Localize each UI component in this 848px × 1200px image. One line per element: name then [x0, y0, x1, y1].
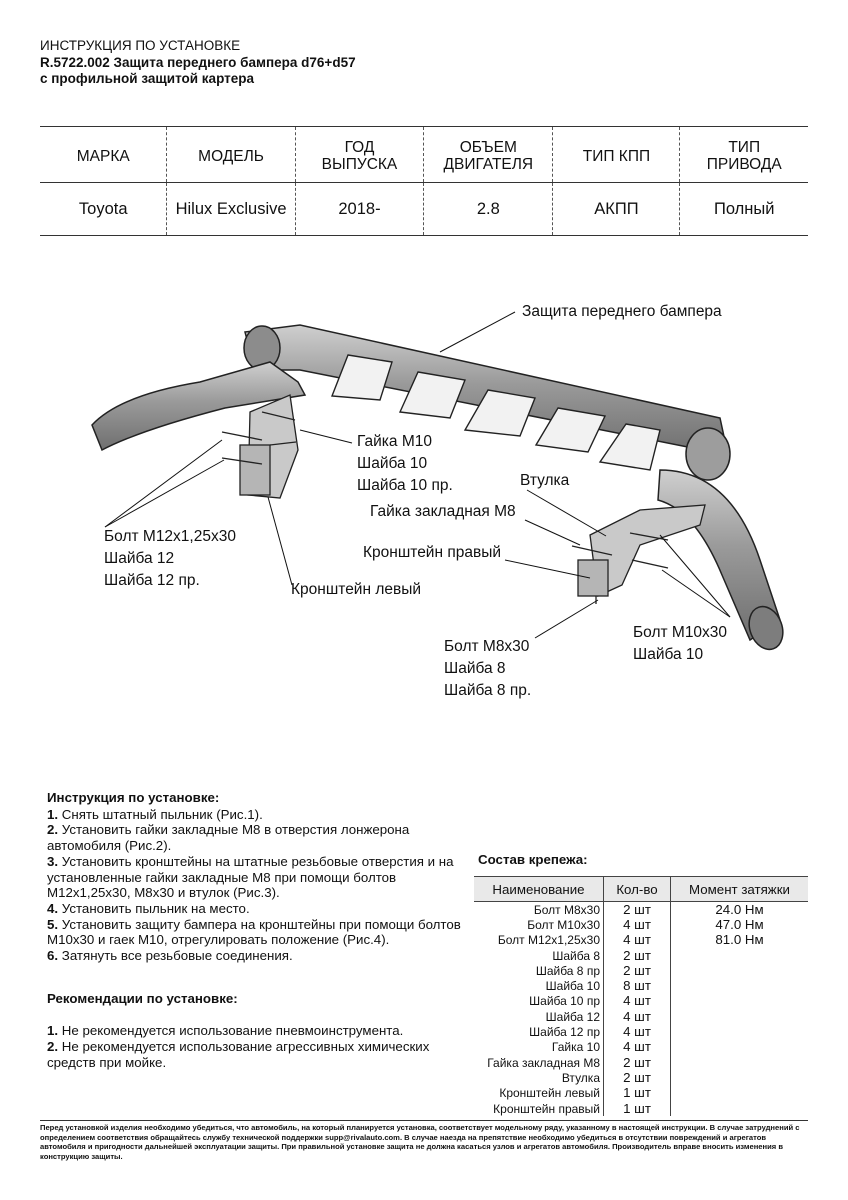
right-bracket [571, 504, 706, 604]
col-header-qty: Кол-во [603, 876, 671, 902]
spec-value-row: Toyota Hilux Exclusive 2018- 2.8 АКПП По… [40, 182, 808, 236]
label-bolt-m12-group: Болт М12х1,25х30 Шайба 12 Шайба 12 пр. [104, 528, 236, 589]
spec-header-cell: МОДЕЛЬ [166, 126, 296, 183]
label-nut-m10-group: Гайка М10 Шайба 10 Шайба 10 пр. [357, 433, 453, 494]
instruction-step: 1. Снять штатный пыльник (Рис.1). [47, 806, 263, 822]
footer-disclaimer: Перед установкой изделия необходимо убед… [40, 1120, 808, 1161]
label-bolt-m10-group: Болт М10х30 Шайба 10 [633, 624, 728, 663]
product-code-title: R.5722.002 Защита переднего бампера d76+… [40, 54, 356, 70]
spec-header-cell: МАРКА [40, 126, 167, 183]
instructions-title: Инструкция по установке: [47, 790, 220, 805]
label-front-bumper-guard: Защита переднего бампера [522, 303, 722, 320]
spec-value-drive: Полный [679, 182, 808, 236]
spec-value-brand: Toyota [40, 182, 167, 236]
fasteners-table: Наименование Кол-во Момент затяжки Болт … [474, 876, 808, 1117]
label-bushing: Втулка [520, 472, 570, 489]
recommendation-item: 1. Не рекомендуется использование пневмо… [47, 1023, 404, 1039]
recommendation-item: 2. Не рекомендуется использование агресс… [47, 1039, 430, 1070]
fasteners-header-row: Наименование Кол-во Момент затяжки [474, 876, 808, 902]
col-header-name: Наименование [474, 876, 604, 902]
instruction-step: 5. Установить защиту бампера на кронштей… [47, 916, 461, 948]
installation-instructions: Инструкция по установке: 1. Снять штатны… [47, 790, 467, 1071]
skid-plates [331, 354, 661, 471]
instruction-step: 2. Установить гайки закладные М8 в отвер… [47, 822, 410, 854]
recommendations-title: Рекомендации по установке: [47, 990, 238, 1006]
spec-value-year: 2018- [294, 182, 424, 236]
instruction-step: 6. Затянуть все резьбовые соединения. [47, 948, 293, 964]
left-bracket [221, 394, 299, 499]
document-header: ИНСТРУКЦИЯ ПО УСТАНОВКЕ R.5722.002 Защит… [40, 38, 356, 88]
header-title: ИНСТРУКЦИЯ ПО УСТАНОВКЕ [40, 38, 241, 53]
label-bracket-right: Кронштейн правый [363, 544, 502, 561]
product-subtitle: с профильной защитой картера [40, 71, 255, 86]
spec-value-engine: 2.8 [423, 182, 553, 236]
label-bracket-left: Кронштейн левый [291, 581, 422, 598]
instruction-step: 3. Установить кронштейны на штатные резь… [47, 853, 454, 901]
leader-lines [104, 311, 731, 639]
label-bolt-m8-group: Болт М8х30 Шайба 8 Шайба 8 пр. [444, 638, 532, 699]
label-embedded-nut-m8: Гайка закладная М8 [370, 503, 516, 520]
instruction-step: 4. Установить пыльник на место. [47, 900, 250, 916]
spec-header-cell: ТИП КПП [552, 126, 680, 183]
col-header-torque: Момент затяжки [670, 876, 808, 902]
spec-value-model: Hilux Exclusive [166, 182, 296, 236]
fasteners-title: Состав крепежа: [478, 852, 588, 867]
spec-value-gearbox: АКПП [552, 182, 680, 236]
bumper-assembly-drawing [91, 311, 784, 651]
